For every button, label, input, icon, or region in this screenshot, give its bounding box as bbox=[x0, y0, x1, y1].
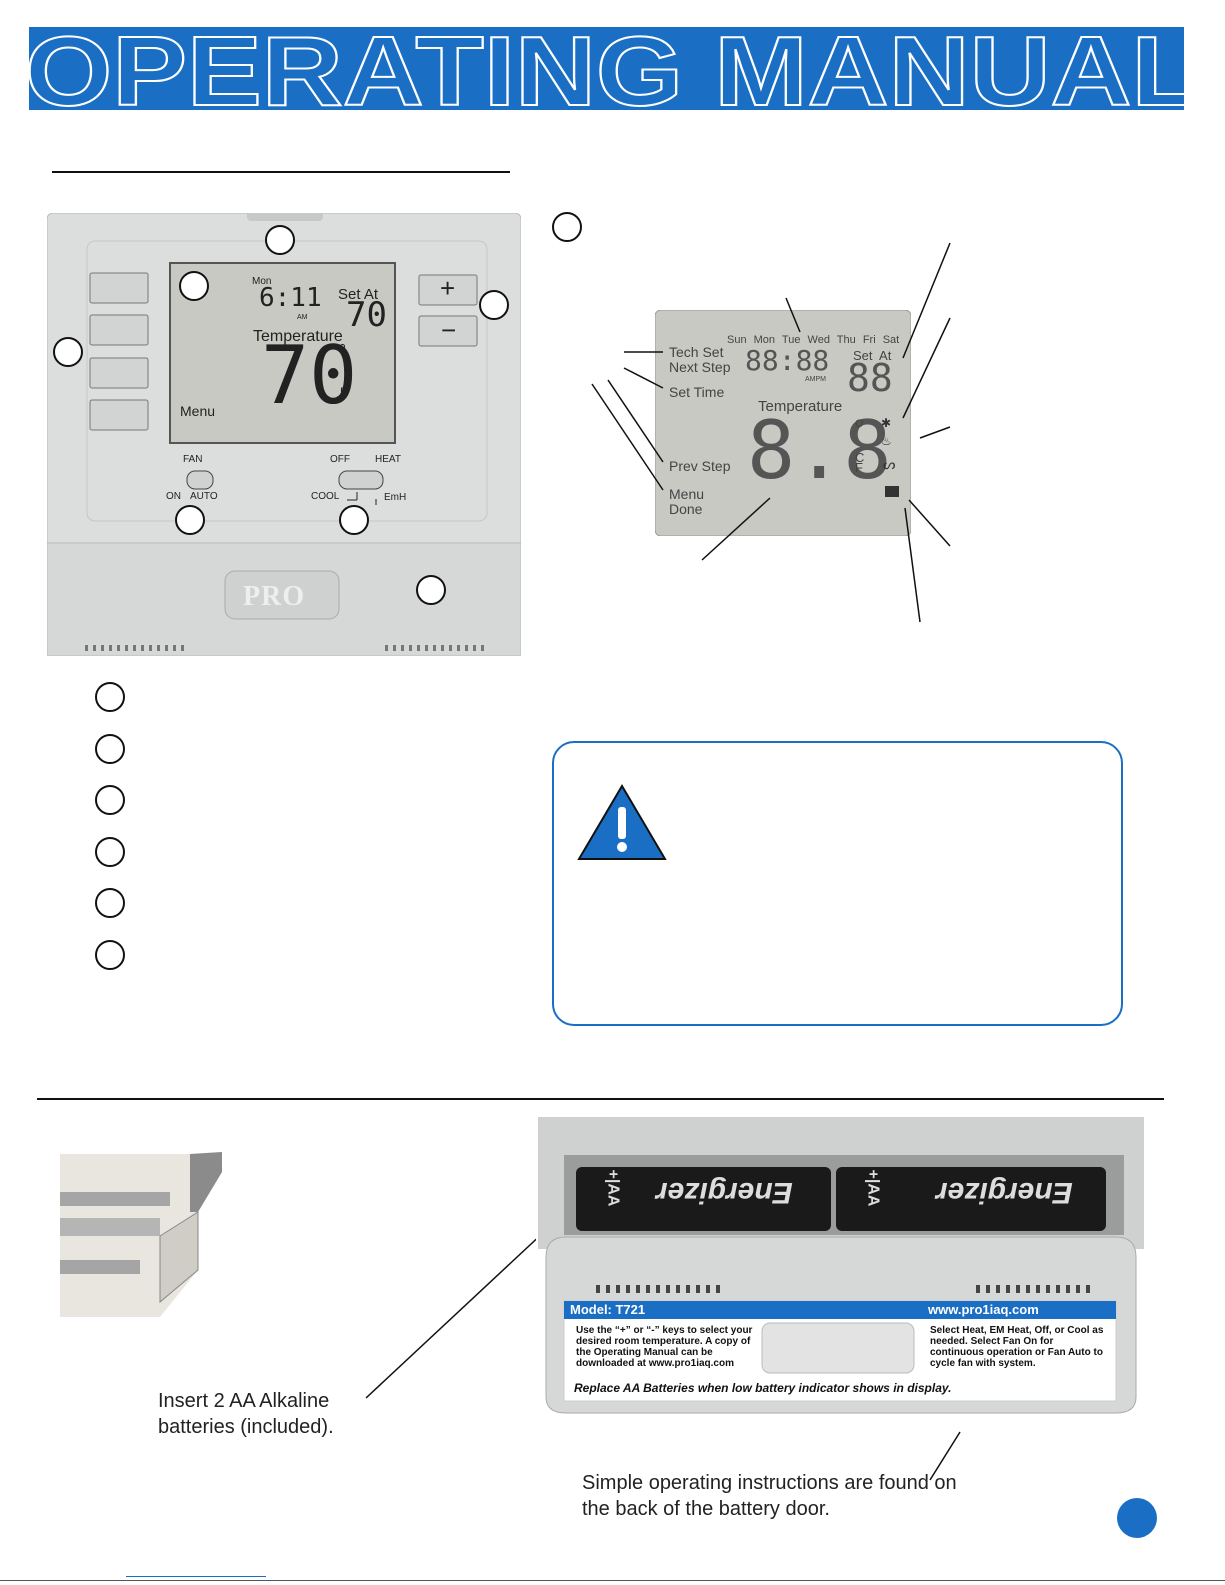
brand-logo: PRO bbox=[243, 581, 306, 612]
label-right-text: Select Heat, EM Heat, Off, or Cool as ne… bbox=[930, 1325, 1104, 1369]
fan-icon: ᔕ bbox=[883, 456, 896, 472]
list-circle bbox=[95, 734, 125, 764]
warning-icon bbox=[577, 784, 667, 860]
plus-button[interactable]: + bbox=[440, 273, 456, 303]
page-number-badge bbox=[1117, 1498, 1157, 1538]
callout-circle bbox=[339, 505, 369, 535]
header-title: OPERATING MANUAL bbox=[29, 27, 1184, 110]
fan-on-label: ON bbox=[166, 491, 181, 502]
list-circle bbox=[95, 837, 125, 867]
mounting-plate-illustration bbox=[60, 1152, 222, 1317]
list-circle bbox=[95, 888, 125, 918]
lcd-set-time: Set Time bbox=[669, 384, 725, 400]
label-url: www.pro1iaq.com bbox=[928, 1302, 1039, 1317]
lcd-temperature-label: Temperature bbox=[758, 398, 843, 415]
header-title-graphic: OPERATING MANUAL bbox=[29, 27, 1184, 110]
lcd-temp-digits: 8.8 bbox=[747, 404, 892, 497]
callout-circle bbox=[479, 290, 509, 320]
snowflake-icon: ✱ bbox=[881, 416, 892, 430]
header-banner: OPERATING MANUAL bbox=[29, 27, 1184, 110]
lcd-set-value: 70 bbox=[346, 295, 387, 335]
section-rule bbox=[52, 171, 510, 173]
callout-circle bbox=[416, 575, 446, 605]
lcd-degree: O bbox=[855, 418, 864, 430]
list-circle bbox=[95, 785, 125, 815]
label-footer: Replace AA Batteries when low battery in… bbox=[574, 1381, 952, 1395]
lcd-set-at-label: Set At bbox=[338, 286, 379, 303]
footer-link-underline bbox=[126, 1576, 266, 1577]
list-circle bbox=[95, 940, 125, 970]
mode-heat-label: HEAT bbox=[375, 454, 401, 465]
lcd-set-digits: 88 bbox=[847, 356, 893, 400]
callout-circle bbox=[53, 337, 83, 367]
lcd-menu-label: Menu bbox=[180, 403, 216, 419]
lcd-ampm: AMPM bbox=[805, 376, 826, 383]
battery-size-2: +|AA bbox=[864, 1169, 882, 1207]
lcd-detail: Sun Mon Tue Wed Thu Fri Sat Tech Set Nex… bbox=[654, 309, 912, 537]
lcd-temperature-label: Temperature bbox=[253, 328, 343, 345]
lcd-unit: F bbox=[340, 385, 348, 399]
caption-instructions: Simple operating instructions are found … bbox=[582, 1472, 957, 1520]
lcd-menu: Menu bbox=[669, 486, 705, 502]
lcd-prev-step: Prev Step bbox=[669, 458, 731, 474]
lcd-unit-f: F bbox=[855, 460, 863, 475]
lcd-temperature-value: 70 bbox=[261, 329, 358, 422]
lcd-clock-digits: 88:88 bbox=[745, 344, 830, 377]
callout-circle bbox=[179, 271, 209, 301]
footer-rule bbox=[0, 1580, 1225, 1581]
thermostat-illustration: Mon 6:11 AM Set At 70 Temperature 70 ° F… bbox=[46, 211, 522, 657]
lcd-unit-c: C bbox=[855, 450, 865, 465]
lcd-degree: ° bbox=[339, 341, 347, 361]
lcd-time: 6:11 bbox=[259, 283, 322, 313]
lcd-set-at: Set At bbox=[853, 348, 892, 363]
callout-circle bbox=[265, 225, 295, 255]
battery-compartment-illustration: Energizer Energizer +|AA +|AA Model: T72… bbox=[536, 1117, 1146, 1417]
lcd-next-step: Next Step bbox=[669, 359, 731, 375]
battery-brand-1: Energizer bbox=[656, 1176, 793, 1209]
mode-off-label: OFF bbox=[330, 454, 350, 465]
lcd-ampm: AM bbox=[297, 314, 308, 321]
lcd-done: Done bbox=[669, 501, 703, 517]
warning-box bbox=[552, 741, 1123, 1026]
lcd-day: Mon bbox=[252, 276, 272, 287]
flame-icon: ♨ bbox=[881, 434, 892, 448]
list-circle bbox=[95, 682, 125, 712]
callout-circle bbox=[552, 212, 582, 242]
battery-size-1: +|AA bbox=[604, 1169, 622, 1207]
fan-label: FAN bbox=[183, 454, 203, 465]
lcd-days: Sun Mon Tue Wed Thu Fri Sat bbox=[727, 334, 900, 346]
section-rule bbox=[37, 1098, 1164, 1100]
label-left-text: Use the “+” or “-” keys to select your d… bbox=[576, 1325, 753, 1369]
fan-auto-label: AUTO bbox=[190, 491, 218, 502]
mode-emh-label: EmH bbox=[384, 492, 407, 503]
battery-brand-2: Energizer bbox=[936, 1176, 1073, 1209]
mode-cool-label: COOL bbox=[311, 491, 340, 502]
minus-button[interactable]: − bbox=[441, 315, 457, 345]
callout-circle bbox=[175, 505, 205, 535]
lcd-tech-set: Tech Set bbox=[669, 344, 724, 360]
caption-insert-batteries: Insert 2 AA Alkaline batteries (included… bbox=[158, 1390, 334, 1438]
label-model: Model: T721 bbox=[570, 1302, 646, 1317]
thermostat-graphic bbox=[46, 211, 522, 657]
